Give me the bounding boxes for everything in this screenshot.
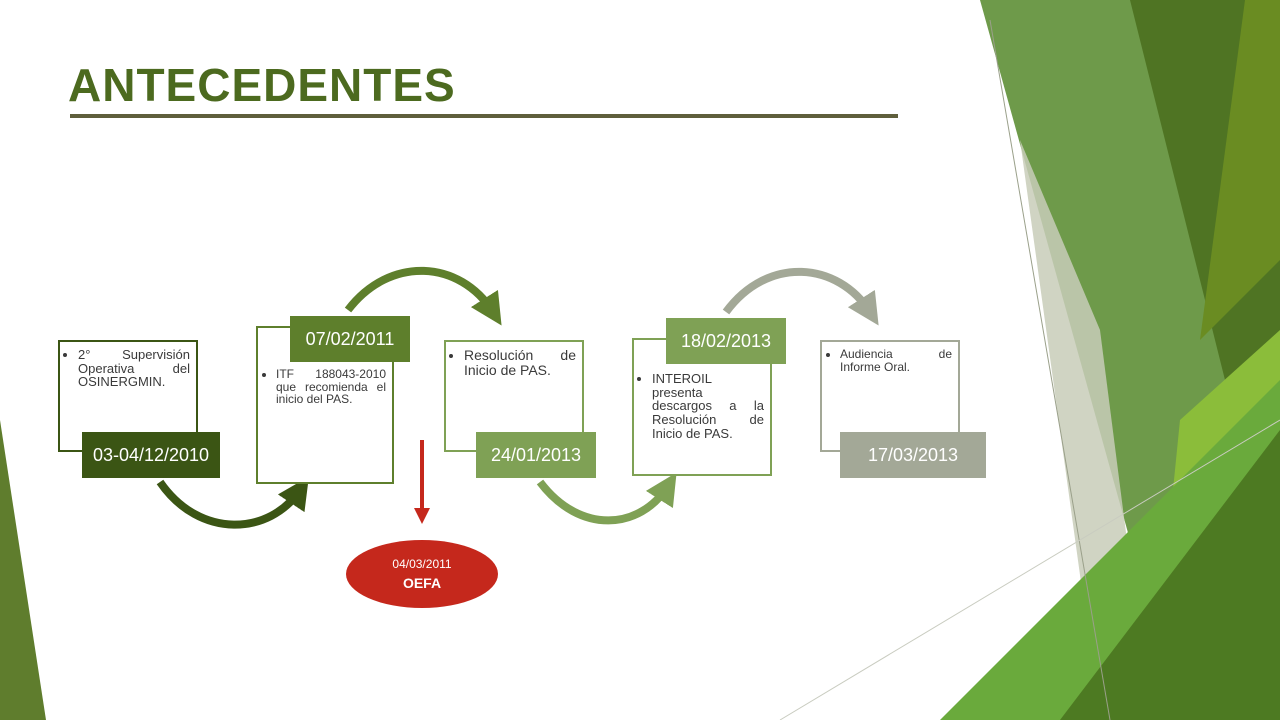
timeline-text-2: ITF 188043-2010 que recomienda el inicio… [276,368,386,406]
oefa-callout: 04/03/2011 OEFA [346,540,498,608]
timeline-date-2: 07/02/2011 [290,316,410,362]
title-underline [70,114,898,118]
bottom-dark-shape [1060,430,1280,720]
thin-line-1 [989,19,1111,720]
right-olive-shape [1200,0,1280,340]
timeline-date-4: 18/02/2013 [666,318,786,364]
timeline-text-1: 2° Supervisión Operativa del OSINERGMIN. [78,348,190,389]
timeline-text-4: INTEROIL presenta descargos a la Resoluc… [652,372,764,440]
thin-line-2 [779,419,1280,720]
oefa-date: 04/03/2011 [392,557,452,571]
page-title: ANTECEDENTES [68,59,456,111]
left-triangle-shape [0,420,46,720]
timeline-date-1: 03-04/12/2010 [82,432,220,478]
timeline-text-3: Resolución de Inicio de PAS. [464,348,576,378]
timeline-text-5: Audiencia de Informe Oral. [840,348,952,373]
timeline-date-3: 24/01/2013 [476,432,596,478]
timeline-date-5: 17/03/2013 [840,432,986,478]
oefa-label: OEFA [402,575,442,591]
